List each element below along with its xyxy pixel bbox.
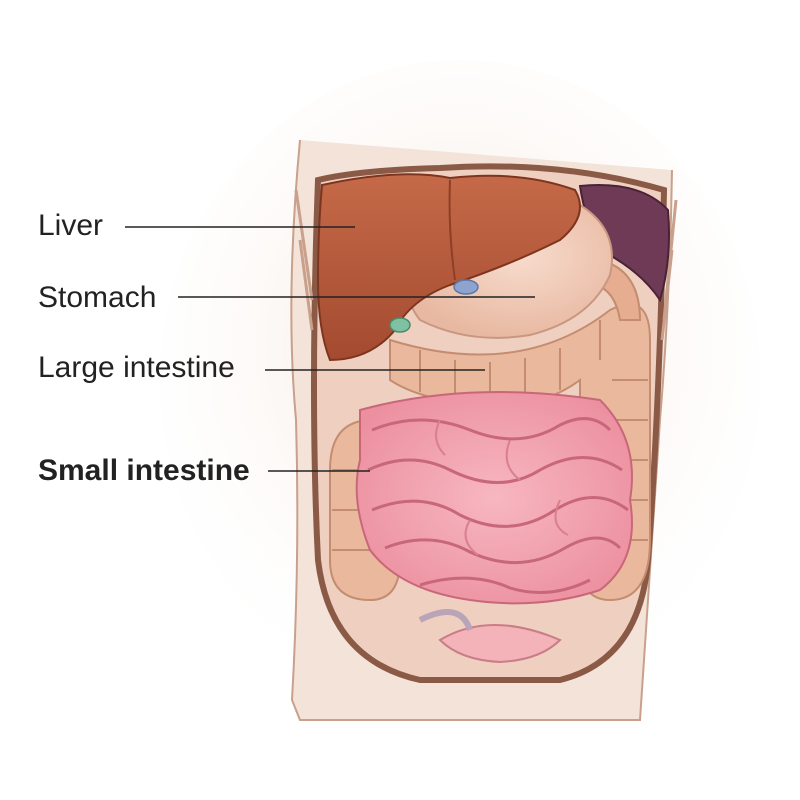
liver	[316, 173, 581, 362]
bladder	[418, 609, 562, 664]
leader-lines	[125, 226, 535, 472]
small-intestine	[355, 391, 633, 605]
label-large-intestine: Large intestine	[38, 351, 235, 384]
label-stomach: Stomach	[38, 281, 157, 314]
label-liver: Liver	[38, 209, 104, 242]
label-small-intestine: Small intestine	[38, 454, 250, 487]
